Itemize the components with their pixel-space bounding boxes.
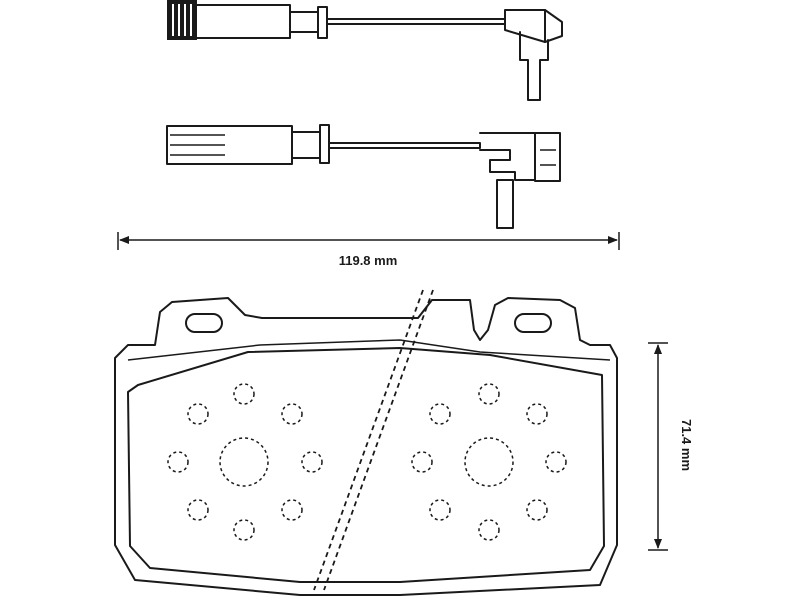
wear-sensor-top xyxy=(167,0,563,101)
brake-pad-plate xyxy=(114,289,618,596)
height-label: 71.4 mm xyxy=(679,419,694,471)
mount-hole-right xyxy=(514,313,552,333)
wear-sensor-bottom xyxy=(166,124,561,229)
slot-line-1 xyxy=(313,289,424,591)
backing-plate-outline xyxy=(114,297,618,596)
sensor-connector-bottom xyxy=(166,125,293,165)
width-label: 119.8 mm xyxy=(339,253,398,268)
mount-hole-left xyxy=(185,313,223,333)
height-dimension: 71.4 mm xyxy=(648,342,694,551)
friction-pad-outline xyxy=(127,347,605,583)
slot-line-2 xyxy=(323,289,434,591)
hole-pattern-right xyxy=(411,383,567,541)
hole-pattern-left xyxy=(167,383,323,541)
center-hole-right xyxy=(464,437,514,487)
sensor-connector-top xyxy=(167,0,197,40)
width-dimension: 119.8 mm xyxy=(117,232,620,268)
center-hole-left xyxy=(219,437,269,487)
